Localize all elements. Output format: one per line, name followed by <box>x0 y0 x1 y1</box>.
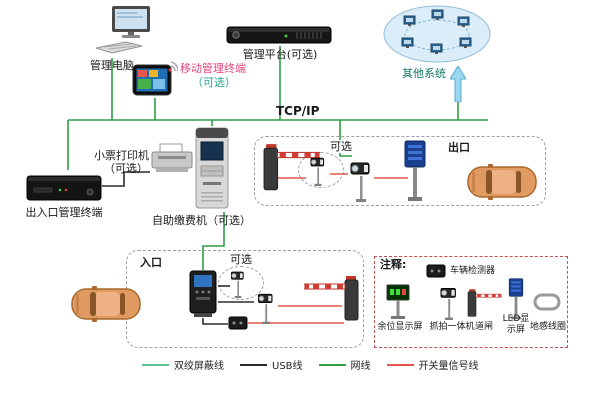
notes-capture-camera-label: 抓拍一体机 <box>429 322 475 332</box>
kiosk-icon <box>195 127 229 209</box>
vehicle-detector-icon <box>426 264 446 278</box>
capture-camera-icon <box>231 271 244 298</box>
receipt-printer-label: 小票打印机 <box>94 149 149 162</box>
capture-camera-icon <box>310 157 325 186</box>
barrier-gate-icon <box>303 276 359 321</box>
payment-kiosk-label: 自助缴费机（可选） <box>152 214 251 227</box>
notes-vehicle-detector-label: 车辆检测器 <box>450 266 496 276</box>
notes-box <box>374 256 568 348</box>
management-platform-icon <box>226 24 332 46</box>
notes-remaining-display <box>386 284 410 320</box>
notes-capture-camera <box>438 286 460 320</box>
car-icon <box>467 164 537 200</box>
legend-item-signal: 开关量信号线 <box>386 357 479 372</box>
mini-computer-icons <box>401 9 472 54</box>
exit-zone-label: 出口 <box>448 141 470 154</box>
notes-ground-coil <box>532 292 562 312</box>
notes-barrier-gate <box>464 288 504 320</box>
other-systems-cloud-icon <box>383 5 491 63</box>
tablet-icon <box>132 61 179 96</box>
entrance-optional-oval <box>218 266 264 300</box>
line-legend: 双绞屏蔽线 USB线 网线 开关量信号线 <box>142 357 479 372</box>
entrance-kiosk-icon <box>189 270 217 317</box>
management-platform-label: 管理平台(可选) <box>242 48 318 61</box>
usb-line-swatch <box>240 363 267 366</box>
shielded-line-swatch <box>142 363 169 366</box>
entrance-car <box>70 286 142 322</box>
entrance-optional-label: 可选 <box>228 253 254 267</box>
up-arrow-icon <box>449 65 467 103</box>
exit-car <box>466 164 538 200</box>
other-systems-cloud <box>382 4 492 64</box>
notes-remaining-display-label: 余位显示屏 <box>377 322 423 332</box>
printer-icon <box>151 143 193 172</box>
cloud-link-arrow <box>449 65 467 103</box>
signal-line-swatch <box>386 363 414 366</box>
management-pc-icon <box>95 6 154 58</box>
notes-title: 注释: <box>380 258 407 271</box>
tcpip-label: TCP/IP <box>276 104 320 118</box>
entrance-capture-camera <box>254 292 278 324</box>
other-systems-label: 其他系统 <box>402 67 446 80</box>
entrance-optional-camera <box>226 270 250 298</box>
notes-led-display <box>508 278 524 320</box>
exit-led-display <box>404 140 426 202</box>
led-display-icon <box>508 278 524 320</box>
mobile-terminal-optional-label: （可选） <box>192 76 236 89</box>
gate-terminal-icon <box>26 170 102 204</box>
receipt-printer-icon <box>150 142 194 174</box>
management-pc-label: 管理电脑 <box>90 59 134 72</box>
signal-line-label: 开关量信号线 <box>418 361 479 372</box>
car-icon <box>71 286 141 322</box>
exit-optional-label: 可选 <box>328 140 354 154</box>
desktop-computer-icon <box>95 6 150 54</box>
exit-capture-camera <box>348 160 374 202</box>
legend-item-shielded: 双绞屏蔽线 <box>142 357 224 372</box>
mobile-terminal-icon <box>132 58 179 98</box>
notes-led-display-label-2: 示屏 <box>506 325 525 335</box>
controller-box-icon <box>26 175 102 201</box>
remaining-display-icon <box>386 284 410 319</box>
entrance-zone-label: 入口 <box>140 256 162 269</box>
usb-line-terminal-detector <box>202 318 228 325</box>
mobile-terminal-label: 移动管理终端 <box>180 62 246 75</box>
shielded-line-label: 双绞屏蔽线 <box>174 361 224 372</box>
gate-terminal-label: 出入口管理终端 <box>25 206 103 219</box>
entrance-terminal <box>188 270 218 318</box>
rack-server-icon <box>226 26 332 44</box>
exit-zone <box>254 136 546 206</box>
vehicle-detector-icon <box>228 316 248 330</box>
legend-item-usb: USB线 <box>240 357 303 372</box>
barrier-gate-icon <box>467 289 502 317</box>
capture-camera-icon <box>440 288 456 320</box>
exit-optional-camera <box>306 156 330 186</box>
notes-ground-coil-label: 地感线圈 <box>529 322 566 332</box>
network-line-kiosk-entrance <box>202 212 225 270</box>
usb-line-printer-terminal <box>102 171 150 187</box>
capture-camera-icon <box>350 162 370 202</box>
payment-kiosk-icon <box>193 126 231 212</box>
capture-camera-icon <box>258 293 273 324</box>
network-line-exit-drop <box>339 120 352 157</box>
led-display-icon <box>404 140 426 201</box>
exit-optional-oval <box>298 152 344 188</box>
notes-barrier-gate-label: 道闸 <box>474 322 493 332</box>
notes-vehicle-detector <box>426 264 446 278</box>
notes-led-display-label-1: LED显 <box>502 314 530 324</box>
usb-line-label: USB线 <box>272 361 303 372</box>
entrance-barrier-gate <box>303 274 360 326</box>
receipt-printer-optional-label: （可选） <box>104 162 148 175</box>
ground-coil-icon <box>533 293 561 311</box>
entrance-vehicle-detector <box>228 316 248 330</box>
network-line-swatch <box>318 363 346 366</box>
legend-item-network: 网线 <box>318 357 371 372</box>
network-line-label: 网线 <box>350 361 371 372</box>
